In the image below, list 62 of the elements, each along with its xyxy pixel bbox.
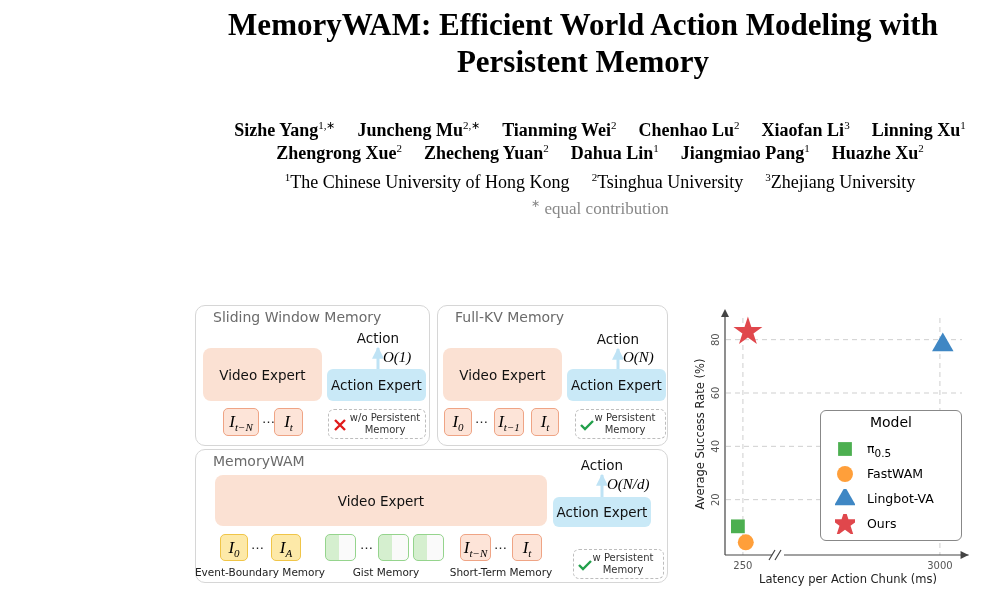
author-name: Linning Xu$^{1}$	[871, 120, 966, 141]
gist-token-box	[378, 534, 409, 561]
affiliation: $^{2}$Tsinghua University	[591, 172, 744, 193]
frame-box: I$_{A}$	[271, 534, 301, 561]
frame-box: I$_{t−N}$	[460, 534, 491, 561]
legend-label: Ours	[867, 516, 897, 531]
ellipsis: …	[360, 537, 373, 552]
author-name: Juncheng Mu$^{2,∗}$	[357, 120, 481, 141]
affiliation: $^{1}$The Chinese University of Hong Kong	[284, 172, 570, 193]
legend-label: Lingbot-VA	[867, 491, 934, 506]
axis-title: Latency per Action Chunk (ms)	[759, 572, 937, 586]
author-name: Zhecheng Yuan$^{2}$	[423, 143, 549, 164]
frame-box: I$_{t}$	[274, 408, 303, 436]
ellipsis: …	[262, 411, 275, 426]
ellipsis: …	[251, 537, 264, 552]
video-expert-box: Video Expert	[443, 348, 562, 401]
frame-box: I$_{t−N}$	[223, 408, 259, 436]
ellipsis: …	[475, 411, 488, 426]
video-expert-box: Video Expert	[215, 475, 547, 526]
action-output-label: Action	[578, 456, 626, 474]
memory-note-box: w Persistent Memory	[575, 409, 666, 439]
tick-label: 60	[710, 386, 721, 400]
action-output-label: Action	[594, 330, 642, 348]
tick-label: 40	[710, 439, 721, 453]
frame-box: I$_{t}$	[512, 534, 542, 561]
tick-label: 20	[710, 493, 721, 507]
tick-label: 3000	[927, 560, 953, 571]
frame-box: I$_{0}$	[220, 534, 248, 561]
frame-box: I$_{0}$	[444, 408, 472, 436]
action-output-label: Action	[354, 329, 402, 347]
author-name: Sizhe Yang$^{1,∗}$	[234, 120, 336, 141]
affiliation: $^{3}$Zhejiang University	[765, 172, 916, 193]
author-name: Tianming Wei$^{2}$	[502, 120, 617, 141]
paper-title: MemoryWAM: Efficient World Action Modeling with Persistent Memory	[227, 6, 939, 80]
video-expert-box: Video Expert	[203, 348, 322, 401]
memory-caption: Short-Term Memory	[448, 566, 554, 578]
author-name: Huazhe Xu$^{2}$	[831, 143, 924, 164]
author-name: Jiangmiao Pang$^{1}$	[680, 143, 810, 164]
footnote: $^{∗}$ equal contribution	[531, 199, 669, 219]
tick-label: 250	[733, 560, 753, 571]
tick-label: 80	[710, 333, 721, 347]
legend-label: FastWAM	[867, 466, 924, 481]
author-name: Zhengrong Xue$^{2}$	[276, 143, 402, 164]
gist-token-box	[413, 534, 444, 561]
author-name: Dahua Lin$^{1}$	[570, 143, 659, 164]
frame-box: I$_{t}$	[531, 408, 559, 436]
author-name: Chenhao Lu$^{2}$	[638, 120, 740, 141]
ellipsis: …	[494, 537, 507, 552]
memory-note-box: w/o Persistent Memory	[328, 409, 426, 439]
legend-label: π$_{0.5}$	[867, 441, 892, 459]
memory-caption: Event-Boundary Memory	[193, 566, 327, 578]
frame-box: I$_{t−1}$	[494, 408, 524, 436]
action-expert-box: Action Expert	[327, 369, 426, 401]
edge-label: O(N/d)	[607, 476, 650, 493]
memory-note-box: w Persistent Memory	[573, 549, 664, 579]
gist-token-box	[325, 534, 356, 561]
author-name: Xiaofan Li$^{3}$	[761, 120, 850, 141]
action-expert-box: Action Expert	[553, 497, 651, 527]
action-expert-box: Action Expert	[567, 369, 666, 401]
axis-title: Average Success Rate (%)	[693, 358, 707, 510]
edge-label: O(N)	[623, 349, 654, 366]
legend-title: Model	[868, 414, 913, 430]
